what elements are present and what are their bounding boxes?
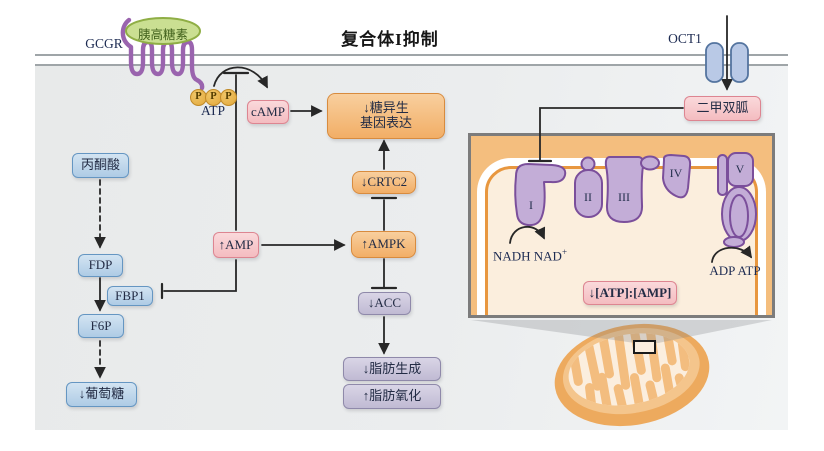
node-pyruvate: 丙酮酸 — [72, 153, 129, 178]
oct1-label: OCT1 — [668, 31, 702, 46]
node-fbp1: FBP1 — [107, 286, 153, 306]
node-camp: cAMP — [247, 100, 289, 124]
phosphate-icon: P — [220, 89, 237, 106]
node-fdp: FDP — [78, 254, 123, 277]
diagram-title: 复合体I抑制 — [341, 30, 439, 49]
complex-iii-label: III — [618, 190, 630, 204]
node-amp: ↑AMP — [213, 232, 259, 258]
node-glucose: ↓葡萄糖 — [66, 382, 137, 407]
adp-atp-label: ADP ATP — [709, 263, 761, 278]
node-gluconeogenic-gene-expression: ↓糖异生 基因表达 — [327, 93, 445, 139]
phosphate-icon: P — [205, 89, 222, 106]
complex-ii-label: II — [584, 190, 592, 204]
node-acc: ↓ACC — [358, 292, 411, 315]
node-metformin: 二甲双胍 — [684, 96, 761, 121]
node-atp-amp-ratio: ↓[ATP]:[AMP] — [583, 281, 677, 305]
node-ampk: ↑AMPK — [351, 231, 416, 258]
complex-iv-label: IV — [669, 166, 683, 180]
atp-label: ATP — [200, 103, 225, 118]
glucagon-label: 胰高糖素 — [137, 28, 188, 42]
node-fat-oxidation: ↑脂肪氧化 — [343, 384, 441, 409]
gcgr-label: GCGR — [85, 36, 123, 51]
node-crtc2: ↓CRTC2 — [352, 171, 416, 194]
plasma-membrane-inner-line — [35, 64, 788, 66]
node-f6p: F6P — [78, 314, 124, 338]
nadh-nad-label: NADH NAD+ — [492, 247, 568, 264]
complex-i-label: I — [529, 198, 533, 212]
plasma-membrane-outer-line — [35, 54, 788, 56]
node-lipogenesis: ↓脂肪生成 — [343, 357, 441, 381]
complex-v-label: V — [735, 162, 745, 176]
